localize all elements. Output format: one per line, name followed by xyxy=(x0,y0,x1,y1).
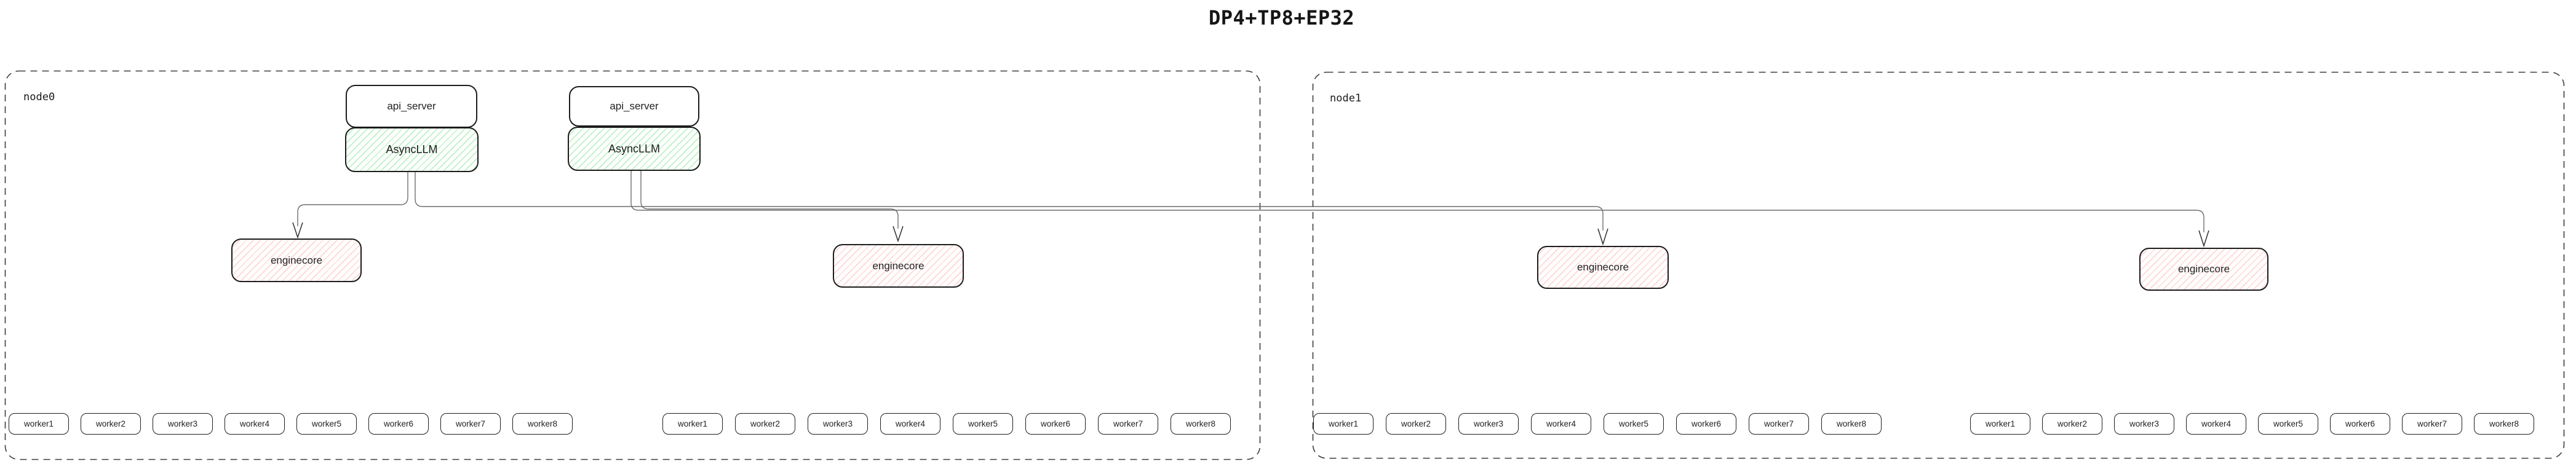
worker-box: worker6 xyxy=(1676,413,1736,435)
arrowhead-enginecore1 xyxy=(292,222,303,239)
worker-box: worker5 xyxy=(2258,413,2318,435)
node1-dashed-border xyxy=(1312,71,2565,459)
worker-box: worker8 xyxy=(1171,413,1231,435)
worker-box: worker6 xyxy=(2330,413,2390,435)
worker-box: worker5 xyxy=(296,413,357,435)
worker-box: worker8 xyxy=(512,413,573,435)
connector-asyncllm1-to-enginecore1 xyxy=(297,172,408,226)
asyncllm-box-1: AsyncLLM xyxy=(345,127,479,172)
node0-dashed-border xyxy=(4,70,1261,460)
connector-asyncllm1-to-enginecore3 xyxy=(415,172,1604,231)
connector-asyncllm2-to-enginecore2 xyxy=(640,171,899,229)
worker-box: worker1 xyxy=(662,413,723,435)
worker-box: worker5 xyxy=(953,413,1013,435)
arrowhead-enginecore3 xyxy=(1597,228,1608,246)
worker-box: worker7 xyxy=(1098,413,1158,435)
node1-label: node1 xyxy=(1330,92,1362,104)
worker-group-node1-2: worker1 worker2 worker3 worker4 worker5 worke… xyxy=(1970,413,2534,435)
asyncllm-box-2: AsyncLLM xyxy=(568,127,701,171)
worker-box: worker5 xyxy=(1604,413,1664,435)
worker-box: worker4 xyxy=(880,413,940,435)
worker-box: worker1 xyxy=(9,413,69,435)
enginecore-box-3: enginecore xyxy=(1537,246,1669,289)
worker-box: worker2 xyxy=(1386,413,1446,435)
worker-box: worker1 xyxy=(1970,413,2030,435)
worker-box: worker7 xyxy=(1749,413,1809,435)
worker-box: worker4 xyxy=(2186,413,2246,435)
worker-box: worker7 xyxy=(440,413,501,435)
worker-box: worker3 xyxy=(1458,413,1519,435)
enginecore-box-1: enginecore xyxy=(231,238,362,282)
worker-group-node0-1: worker1 worker2 worker3 worker4 worker5 worke… xyxy=(9,413,573,435)
enginecore-box-4: enginecore xyxy=(2139,248,2268,291)
worker-box: worker6 xyxy=(1025,413,1086,435)
diagram-title: DP4+TP8+EP32 xyxy=(1209,6,1355,30)
worker-group-node1-1: worker1 worker2 worker3 worker4 worker5 worke… xyxy=(1313,413,1882,435)
worker-box: worker8 xyxy=(2474,413,2534,435)
worker-box: worker6 xyxy=(368,413,429,435)
worker-group-node0-2: worker1 worker2 worker3 worker4 worker5 worke… xyxy=(662,413,1231,435)
worker-box: worker2 xyxy=(735,413,795,435)
worker-box: worker3 xyxy=(2114,413,2174,435)
arrowhead-enginecore4 xyxy=(2198,230,2209,248)
worker-box: worker8 xyxy=(1821,413,1882,435)
worker-box: worker7 xyxy=(2402,413,2462,435)
connector-asyncllm2-to-enginecore4 xyxy=(630,171,2204,232)
api-server-box-1: api_server xyxy=(346,85,477,128)
enginecore-box-2: enginecore xyxy=(833,244,964,288)
arrowhead-enginecore2 xyxy=(892,226,904,243)
worker-box: worker4 xyxy=(225,413,285,435)
api-server-box-2: api_server xyxy=(569,86,699,127)
node0-label: node0 xyxy=(23,91,55,103)
worker-box: worker4 xyxy=(1531,413,1591,435)
worker-box: worker2 xyxy=(81,413,141,435)
worker-box: worker1 xyxy=(1313,413,1373,435)
worker-box: worker3 xyxy=(153,413,213,435)
worker-box: worker3 xyxy=(808,413,868,435)
worker-box: worker2 xyxy=(2042,413,2102,435)
